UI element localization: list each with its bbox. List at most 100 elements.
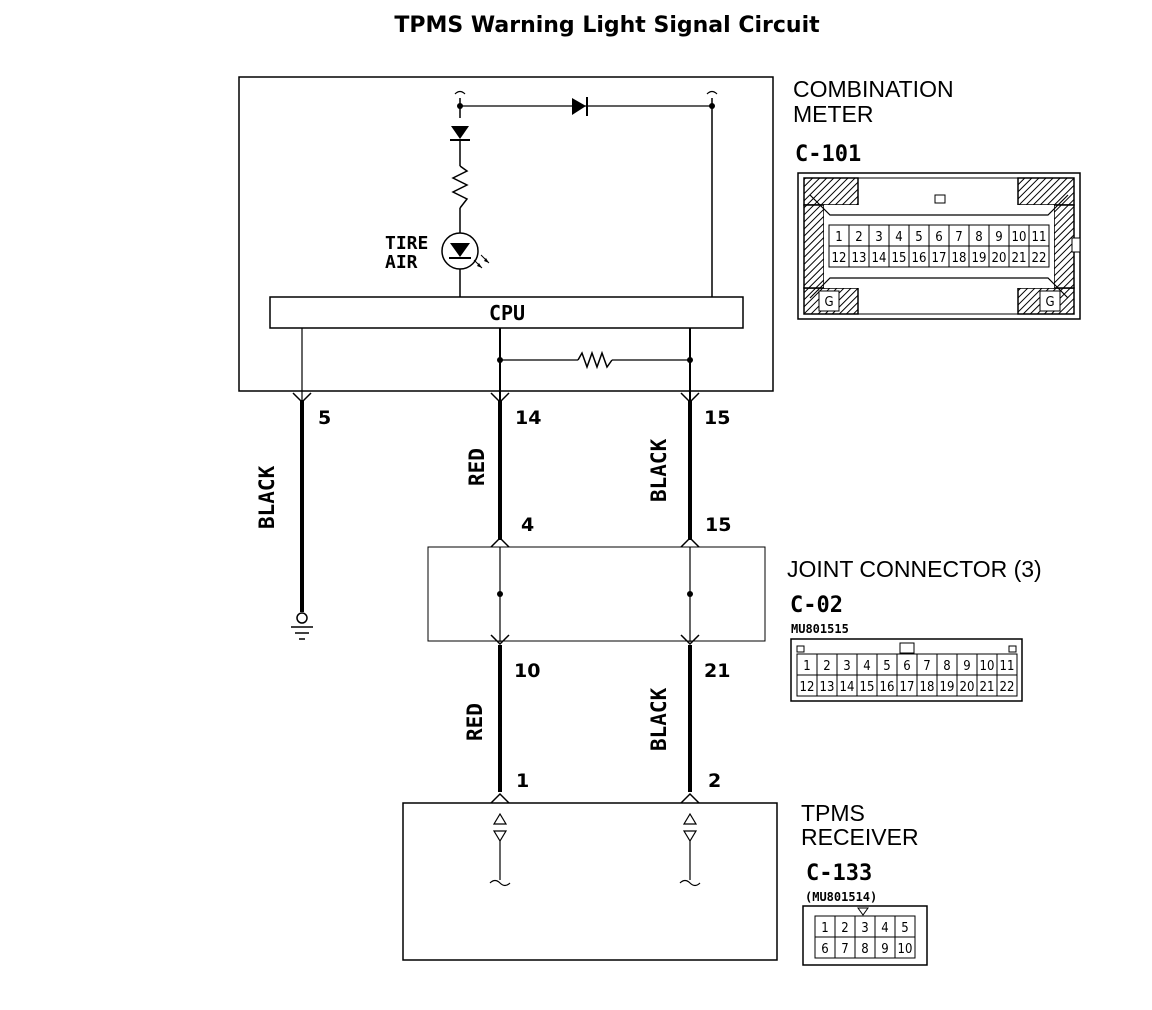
c02-pin-number: 15 [860,680,875,695]
c02-pin-number: 2 [823,659,830,674]
wire-color-red-upper: RED [465,448,489,486]
combination-meter-box [238,76,774,392]
c133-pin-cell [894,936,916,959]
c02-pin-number: 5 [883,659,890,674]
resistor-cpu-lines [577,350,613,370]
c133-pin-number: 3 [861,921,868,936]
tpms-receiver-label-1: TPMS [801,800,865,826]
c02-pin-number: 4 [863,659,870,674]
c101-pin-number: 21 [1012,251,1027,266]
meter-pin-15: 15 [704,407,730,429]
c101-pin-number: 3 [875,230,882,245]
receiver-pin-1: 1 [516,770,529,792]
joint-connector-box [427,536,766,646]
joint-pin-21: 21 [704,660,730,682]
diagram-title: TPMS Warning Light Signal Circuit [394,13,820,38]
c133-pin-number: 4 [881,921,888,936]
c02-pin-number: 14 [840,680,855,695]
c101-pin-number: 12 [832,251,847,266]
c101-pin-number: 13 [852,251,867,266]
c101-pin-number: 2 [855,230,862,245]
c02-pin-number: 9 [963,659,970,674]
c02-pin-number: 8 [943,659,950,674]
tpms-receiver-box [402,792,778,961]
c133-pin-number: 9 [881,942,888,957]
wire-color-black-upper: BLACK [647,438,671,502]
c02-pin-number: 13 [820,680,835,695]
c02-pin-number: 20 [960,680,975,695]
c101-pin-number: 22 [1032,251,1047,266]
c02-pin-number: 6 [903,659,910,674]
lamp-label-air: AIR [385,252,418,273]
c101-pin-number: 15 [892,251,907,266]
c133-pin-number: 10 [898,942,913,957]
joint-connector-part: MU801515 [791,622,849,636]
c101-pin-number: 14 [872,251,887,266]
c02-pin-number: 1 [803,659,810,674]
receiver-pin-2: 2 [708,770,721,792]
diode-top [572,97,588,116]
c02-pin-number: 7 [923,659,930,674]
diode-vertical [450,118,470,141]
c133-pin-number: 8 [861,942,868,957]
c101-pin-number: 19 [972,251,987,266]
c02-pin-number: 3 [843,659,850,674]
c101-pin-number: 11 [1032,230,1047,245]
meter-pin-14: 14 [515,407,541,429]
cpu-label: CPU [489,301,525,325]
c02-pin-cell [996,674,1018,697]
c02-pin-number: 18 [920,680,935,695]
c02-pin-number: 16 [880,680,895,695]
c101-ground-mark-right: G [1045,295,1054,310]
c133-pin-number: 6 [821,942,828,957]
c101-pin-number: 1 [835,230,842,245]
resistor-vertical [450,165,470,209]
joint-connector-label: JOINT CONNECTOR (3) [787,556,1042,582]
c101-pin-number: 6 [935,230,942,245]
meter-pin-5: 5 [318,407,331,429]
c133-pin-number: 1 [821,921,828,936]
c133-pin-number: 7 [841,942,848,957]
c101-pin-number: 5 [915,230,922,245]
joint-connector-code: C-02 [790,593,843,618]
wire-color-red-lower: RED [463,703,487,741]
c02-pin-number: 12 [800,680,815,695]
c101-pin-number: 20 [992,251,1007,266]
c101-pin-number: 4 [895,230,902,245]
tpms-receiver-code: C-133 [806,861,872,886]
c02-pin-number: 10 [980,659,995,674]
c02-pin-number: 19 [940,680,955,695]
c02-pin-number: 11 [1000,659,1015,674]
joint-pin-10: 10 [514,660,540,682]
c101-ground-mark-left: G [824,295,833,310]
c02-pin-number: 22 [1000,680,1015,695]
tpms-receiver-label-2: RECEIVER [801,824,919,850]
c101-pin-number: 7 [955,230,962,245]
tire-air-lamp [441,232,490,270]
cpu-block [269,296,744,329]
c02-pin-number: 17 [900,680,915,695]
combination-meter-label-2: METER [793,101,874,127]
wire-color-ground: BLACK [255,465,279,529]
wire-color-black-lower: BLACK [647,687,671,751]
combination-meter-code: C-101 [795,142,861,167]
joint-pin-4: 4 [521,514,534,536]
ground-symbol [291,612,313,640]
lamp-label-tire: TIRE [385,233,428,254]
tpms-receiver-part: (MU801514) [805,890,877,904]
c101-pin-number: 9 [995,230,1002,245]
c02-pin-number: 21 [980,680,995,695]
c101-pin-number: 8 [975,230,982,245]
c101-pin-number: 17 [932,251,947,266]
c101-pin-cell [1028,245,1050,268]
c133-pin-number: 2 [841,921,848,936]
combination-meter-label-1: COMBINATION [793,76,954,102]
c133-pin-number: 5 [901,921,908,936]
c101-pin-number: 10 [1012,230,1027,245]
c101-pin-number: 18 [952,251,967,266]
c101-pin-number: 16 [912,251,927,266]
